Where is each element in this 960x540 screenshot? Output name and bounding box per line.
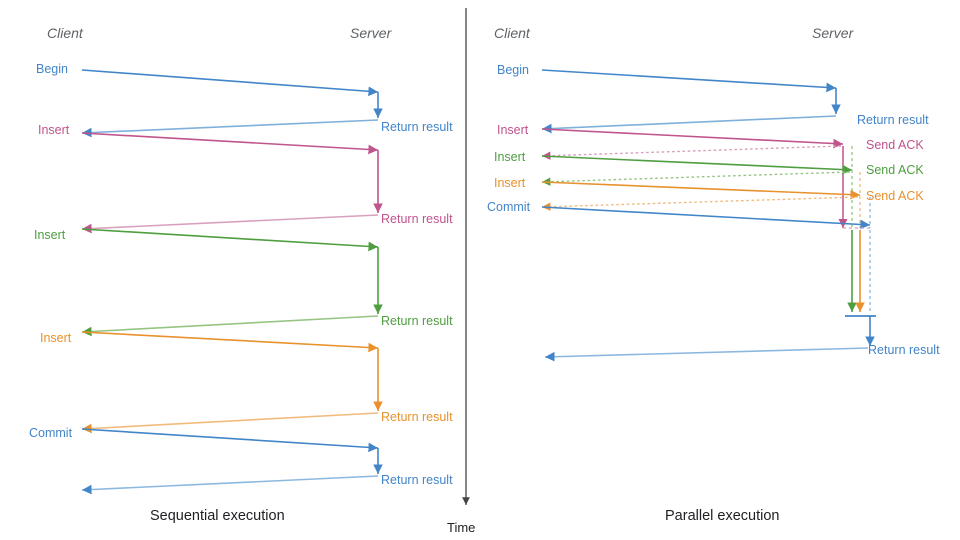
- message-begin-left: [81, 69, 383, 138]
- right-client-label-begin: Begin: [497, 63, 529, 77]
- right-panel-caption: Parallel execution: [665, 508, 779, 524]
- left-server-label-return-5: Return result: [381, 473, 453, 487]
- left-client-label-insert-3: Insert: [40, 331, 72, 345]
- message-insert1-right: [541, 128, 848, 228]
- message-insert3-left: [81, 331, 383, 434]
- left-header-server: Server: [350, 25, 393, 41]
- message-commit-right: [541, 197, 876, 362]
- left-server-label-return-2: Return result: [381, 212, 453, 226]
- right-header-server: Server: [812, 25, 855, 41]
- left-client-label-insert-2: Insert: [34, 228, 66, 242]
- right-panel-parallel: [541, 69, 876, 362]
- left-header-client: Client: [47, 25, 84, 41]
- message-commit-left: [81, 428, 383, 495]
- left-server-label-return-4: Return result: [381, 410, 453, 424]
- right-header-client: Client: [494, 25, 531, 41]
- time-axis-label: Time: [447, 520, 475, 535]
- left-server-label-return-1: Return result: [381, 120, 453, 134]
- left-server-label-return-3: Return result: [381, 314, 453, 328]
- right-server-label-send-ack-1: Send ACK: [866, 138, 924, 152]
- right-server-label-return-result-2: Return result: [868, 343, 940, 357]
- left-client-label-begin: Begin: [36, 62, 68, 76]
- message-begin-right: [541, 69, 841, 134]
- left-client-label-commit: Commit: [29, 426, 73, 440]
- message-insert2-right: [541, 146, 857, 312]
- right-client-label-insert-2: Insert: [494, 150, 526, 164]
- right-server-label-send-ack-2: Send ACK: [866, 163, 924, 177]
- left-client-label-insert-1: Insert: [38, 123, 70, 137]
- right-server-label-return-result-1: Return result: [857, 113, 929, 127]
- right-client-label-commit: Commit: [487, 200, 531, 214]
- message-insert3-right: [541, 172, 865, 312]
- message-insert2-left: [81, 228, 383, 337]
- right-client-label-insert-3: Insert: [494, 176, 526, 190]
- left-panel-sequential: [81, 69, 383, 495]
- right-server-label-send-ack-3: Send ACK: [866, 189, 924, 203]
- message-insert1-left: [81, 132, 383, 234]
- right-client-label-insert-1: Insert: [497, 123, 529, 137]
- left-panel-caption: Sequential execution: [150, 508, 285, 524]
